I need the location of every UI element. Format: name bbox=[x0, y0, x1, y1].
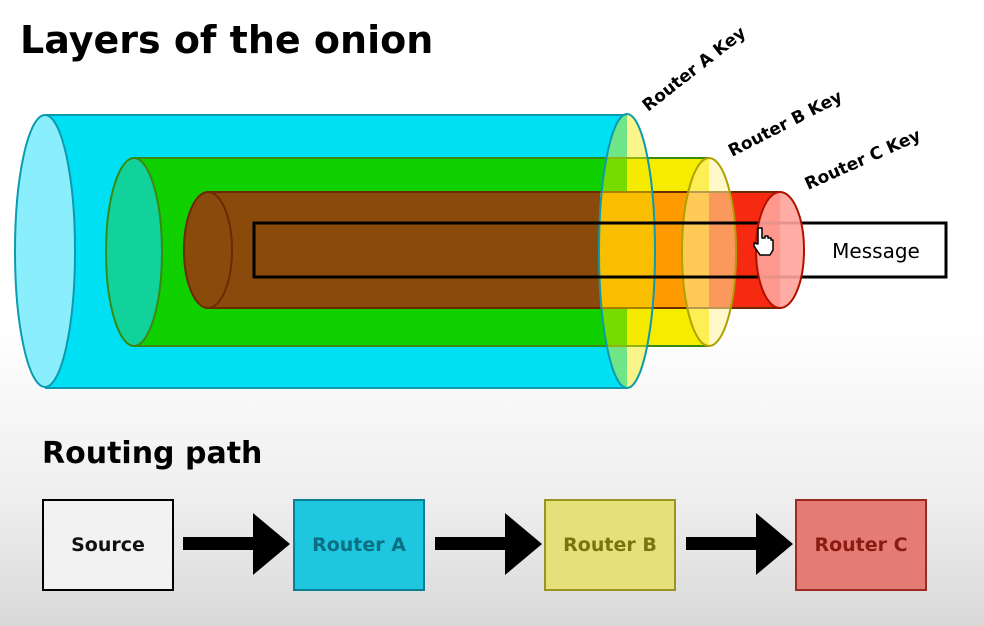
hand-cursor-icon bbox=[753, 227, 774, 256]
svg-text:Router C: Router C bbox=[814, 534, 907, 556]
router-b-endcap bbox=[681, 157, 737, 347]
routing-node-router-a: Router A bbox=[293, 499, 425, 591]
arrow-source-to-router-a bbox=[183, 513, 290, 575]
router-a-endcap bbox=[598, 113, 656, 389]
diagram-title: Layers of the onion bbox=[20, 18, 433, 62]
arrow-router-a-to-router-b bbox=[435, 513, 542, 575]
routing-path-heading: Routing path bbox=[42, 436, 262, 471]
router-a-key-label: Router A Key bbox=[639, 23, 750, 116]
svg-text:Router B: Router B bbox=[563, 534, 657, 556]
arrow-router-b-to-router-c bbox=[686, 513, 793, 575]
message-box-fill bbox=[780, 224, 945, 276]
message-label: Message bbox=[832, 239, 920, 263]
router-c-key-label: Router C Key bbox=[802, 126, 924, 195]
router-b-key-label: Router B Key bbox=[725, 87, 846, 162]
routing-node-router-b: Router B bbox=[544, 499, 676, 591]
svg-text:Source: Source bbox=[71, 534, 145, 556]
routing-node-router-c: Router C bbox=[795, 499, 927, 591]
routing-node-source: Source bbox=[42, 499, 174, 591]
svg-text:Router A: Router A bbox=[312, 534, 406, 556]
